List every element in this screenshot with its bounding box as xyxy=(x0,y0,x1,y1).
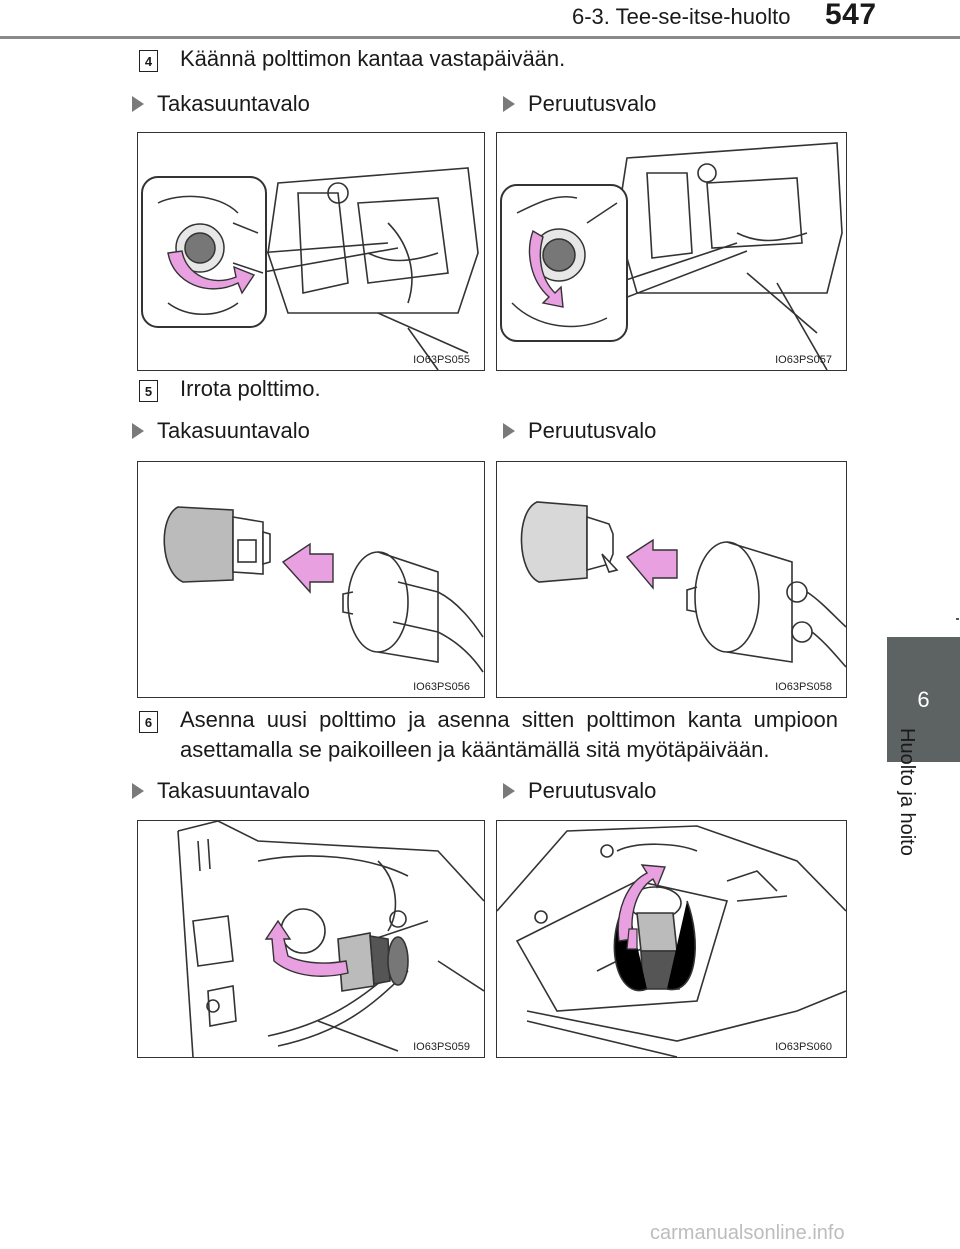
page-number: 547 xyxy=(825,0,877,31)
figure-code: IO63PS058 xyxy=(775,681,832,693)
chapter-title: Huolto ja hoito xyxy=(896,728,918,856)
figure-label-left: Takasuuntavalo xyxy=(132,91,310,117)
figure-label-right: Peruutusvalo xyxy=(503,91,656,117)
bullet-triangle-icon xyxy=(132,783,144,799)
figure-code: IO63PS055 xyxy=(413,354,470,366)
figure-label-right: Peruutusvalo xyxy=(503,778,656,804)
figure-code: IO63PS059 xyxy=(413,1041,470,1053)
figure-remove-bulb-reverse: IO63PS058 xyxy=(496,461,847,698)
bullet-triangle-icon xyxy=(132,96,144,112)
figure-turn-socket-reverse: IO63PS057 xyxy=(496,132,847,371)
chapter-tab[interactable]: 6 xyxy=(887,637,960,762)
bullet-triangle-icon xyxy=(503,96,515,112)
figure-turn-socket-tail: IO63PS055 xyxy=(137,132,485,371)
step-text: Käännä polttimon kantaa vastapäivään. xyxy=(180,46,566,71)
figure-remove-bulb-tail: IO63PS056 xyxy=(137,461,485,698)
side-tick xyxy=(956,618,959,620)
figure-code: IO63PS056 xyxy=(413,681,470,693)
step-number-badge: 4 xyxy=(139,50,158,72)
figure-install-bulb-reverse: IO63PS060 xyxy=(496,820,847,1058)
figure-code: IO63PS060 xyxy=(775,1041,832,1053)
bullet-triangle-icon xyxy=(132,423,144,439)
section-title: 6-3. Tee-se-itse-huolto xyxy=(572,4,791,29)
step-text: Irrota polttimo. xyxy=(180,376,321,401)
figure-label-left: Takasuuntavalo xyxy=(132,778,310,804)
figure-code: IO63PS057 xyxy=(775,354,832,366)
figure-label-right: Peruutusvalo xyxy=(503,418,656,444)
step-number-badge: 6 xyxy=(139,711,158,733)
bullet-triangle-icon xyxy=(503,783,515,799)
step-text: Asenna uusi polttimo ja asenna sitten po… xyxy=(180,707,838,762)
step-number-badge: 5 xyxy=(139,380,158,402)
chapter-number: 6 xyxy=(917,686,930,712)
figure-label-left: Takasuuntavalo xyxy=(132,418,310,444)
header-rule xyxy=(0,36,960,39)
figure-install-bulb-tail: IO63PS059 xyxy=(137,820,485,1058)
bullet-triangle-icon xyxy=(503,423,515,439)
watermark: carmanualsonline.info xyxy=(650,1222,845,1244)
